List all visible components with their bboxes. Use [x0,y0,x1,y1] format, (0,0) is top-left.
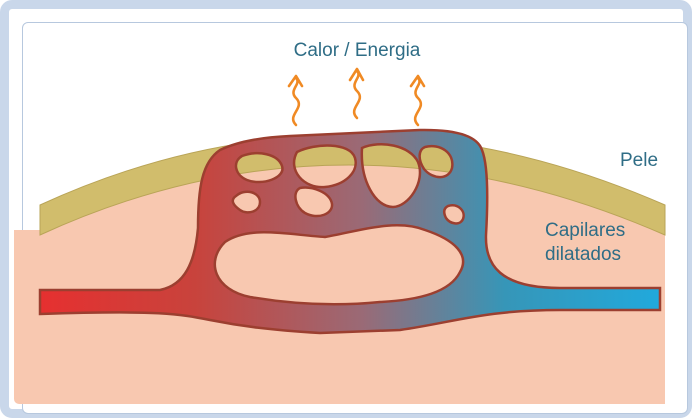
skin-label: Pele [620,150,658,171]
heat-energy-label: Calor / Energia [294,40,421,61]
heat-arrows [289,69,424,125]
capillaries-label-line2: dilatados [545,244,621,265]
heat-arrow-icon [411,76,424,125]
capillaries-label-line1: Capilares [545,220,625,241]
heat-arrow-icon [289,76,302,125]
heat-arrow-icon [350,69,363,118]
